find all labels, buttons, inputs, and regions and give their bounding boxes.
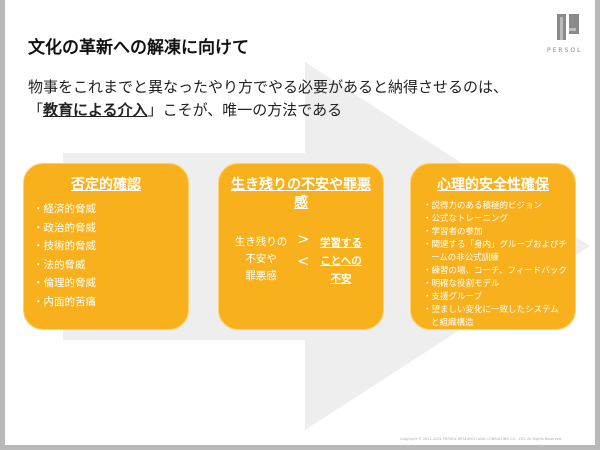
text-line: ことへの [320, 255, 362, 267]
list-item: 経済的脅威 [41, 200, 188, 219]
less-than-sign: < [297, 252, 310, 270]
lead-line-2: 「教育による介入」こそが、唯一の方法である [28, 99, 508, 122]
text-line: 不安 [330, 273, 352, 285]
list-item: 練習の場、コーチ、フィードバック [431, 265, 567, 278]
text-line: 罪悪感 [245, 270, 277, 282]
list-item: 関連する「身内」グループおよびチームの非公式訓練 [431, 239, 567, 265]
copyright: Copyright © 2021-2021 PERSOL RESEARCH AN… [400, 437, 563, 441]
lead-rest: こそが、唯一の方法である [162, 101, 343, 119]
list-item: 内面的苦痛 [41, 293, 188, 312]
text-line: 学習する [320, 237, 362, 249]
bracket: 」 [147, 101, 163, 119]
lead-emphasis: 教育による介入 [43, 101, 148, 119]
persol-logo: PERSOL [547, 14, 582, 54]
logo-text: PERSOL [547, 47, 583, 54]
list-item: 説得力のある積極的ビジョン [431, 200, 567, 213]
learning-anxiety-label: 学習する ことへの 不安 [311, 234, 371, 288]
list-item: 支援グループ [431, 291, 567, 304]
item-list: 説得力のある積極的ビジョン 公式なトレーニング 学習者の参加 関連する「身内」グ… [411, 200, 575, 330]
lead-text: 物事をこれまでと異なったやり方でやる必要があると納得させるのは、 「教育による介… [28, 76, 508, 122]
list-item: 倫理的脅威 [41, 274, 188, 293]
list-item: 法的脅威 [41, 256, 188, 275]
greater-than-sign: > [297, 230, 310, 248]
box-psychological-safety: 心理的安全性確保 説得力のある積極的ビジョン 公式なトレーニング 学習者の参加 … [410, 163, 576, 330]
list-item: 政治的脅威 [41, 219, 188, 238]
box-title: 生き残りの不安や罪悪感 [231, 177, 371, 211]
list-item: 公式なトレーニング [431, 213, 567, 226]
list-item: 学習者の参加 [431, 226, 567, 239]
text-line: 不安や [245, 253, 277, 265]
text-line: 生き残りの [234, 236, 288, 248]
item-list: 経済的脅威 政治的脅威 技術的脅威 法的脅威 倫理的脅威 内面的苦痛 [24, 200, 188, 311]
box-title: 否定的確認 [71, 177, 141, 193]
box-negative-confirmation: 否定的確認 経済的脅威 政治的脅威 技術的脅威 法的脅威 倫理的脅威 内面的苦痛 [23, 163, 189, 330]
slide-title: 文化の革新への解凍に向けて [28, 38, 249, 58]
list-item: 望ましい変化に一致したシステムと組織構造 [431, 304, 567, 330]
bracket: 「 [28, 101, 44, 119]
lead-line-1: 物事をこれまでと異なったやり方でやる必要があると納得させるのは、 [28, 78, 509, 96]
persol-logo-icon [556, 14, 579, 40]
list-item: 技術的脅威 [41, 237, 188, 256]
survival-anxiety-label: 生き残りの 不安や 罪悪感 [227, 234, 295, 285]
list-item: 明確な役割モデル [431, 278, 567, 291]
box-title: 心理的安全性確保 [437, 177, 549, 193]
slide: 文化の革新への解凍に向けて 物事をこれまでと異なったやり方でやる必要があると納得… [5, 0, 595, 445]
box-survival-anxiety: 生き残りの不安や罪悪感 生き残りの 不安や 罪悪感 > < 学習する ことへの … [218, 163, 384, 330]
